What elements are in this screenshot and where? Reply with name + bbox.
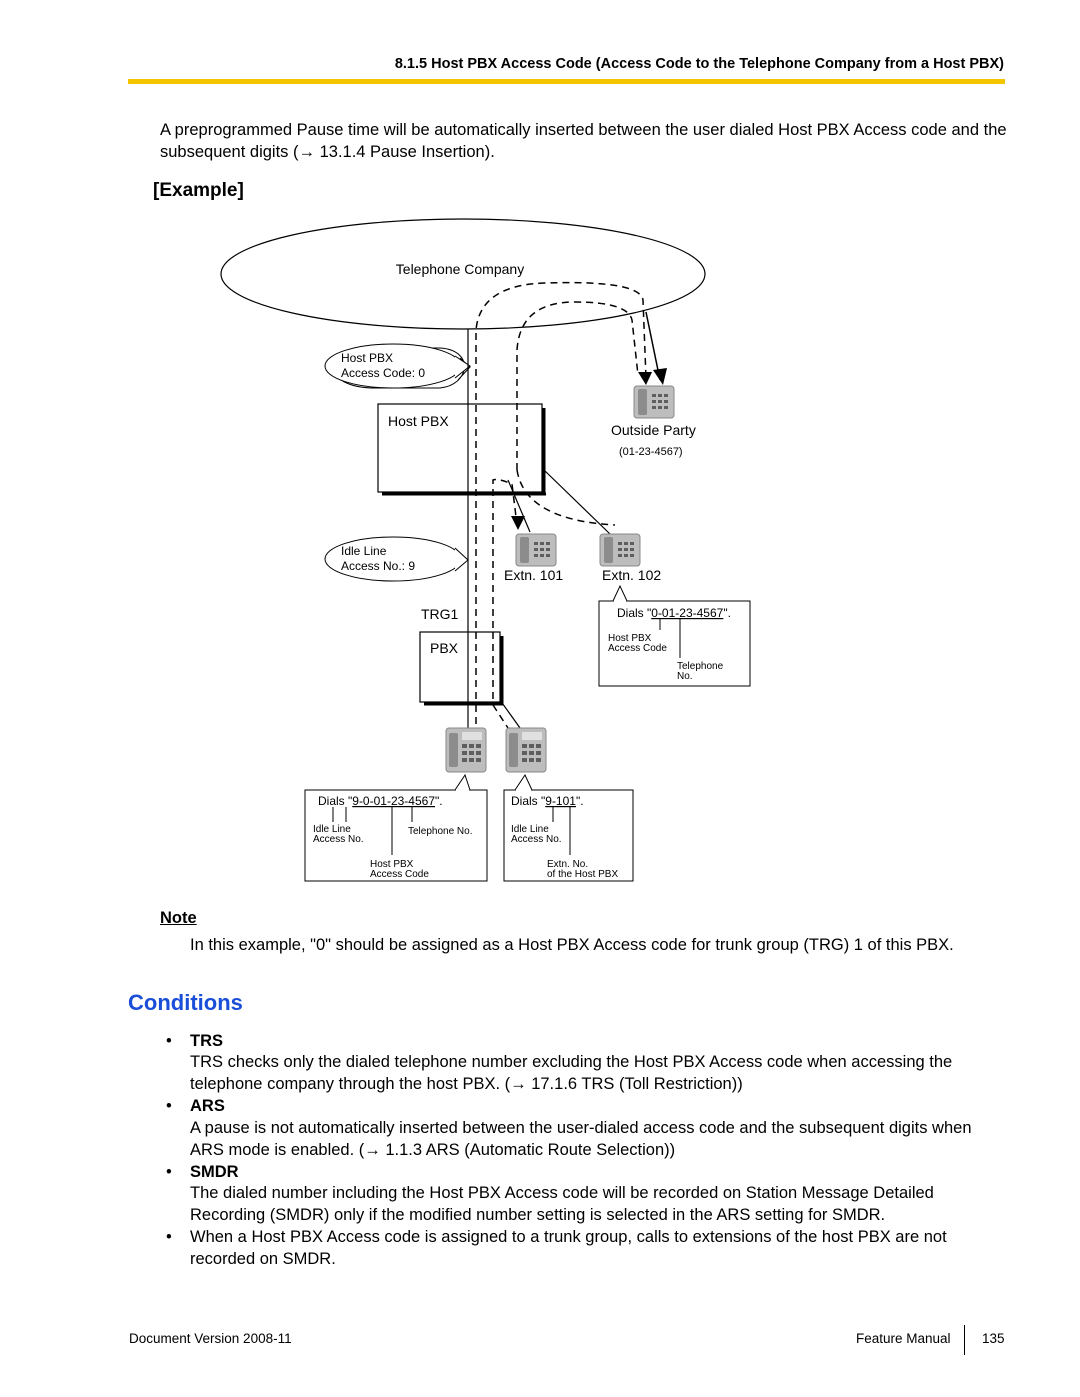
ars-line1: A pause is not automatically inserted be… [190, 1119, 972, 1137]
footer-divider [964, 1325, 965, 1355]
note-heading: Note [160, 909, 197, 927]
host-pbx-callout-line1: Host PBX [341, 351, 393, 365]
host-pbx-callout-line2: Access Code: 0 [341, 366, 425, 380]
trs-line2: telephone company through the host PBX. … [190, 1075, 743, 1093]
conditions-heading: Conditions [128, 990, 243, 1015]
extn-101-phone-icon [515, 533, 557, 567]
manual-name: Feature Manual [856, 1331, 951, 1346]
intro-paragraph: A preprogrammed Pause time will be autom… [160, 121, 1007, 161]
right-dial-text: Dials "0-01-23-4567". [617, 606, 731, 620]
dashed-route-ext [516, 301, 639, 470]
left-access-no: Access No. [313, 834, 364, 845]
right-access-code: Access Code [608, 643, 667, 654]
bullet: • [166, 1032, 172, 1050]
left-idle-line: Idle Line [313, 824, 351, 835]
mid-extn-no: Extn. No. [547, 859, 588, 870]
idle-callout-line1: Idle Line [341, 544, 387, 558]
mid-dial-box [503, 789, 634, 882]
extn-101-label: Extn. 101 [504, 567, 563, 583]
mid-access-no: Access No. [511, 834, 562, 845]
extn-102-label: Extn. 102 [602, 567, 661, 583]
right-no: No. [677, 671, 693, 682]
extra-line2: recorded on SMDR. [190, 1250, 336, 1268]
idle-callout-line2: Access No.: 9 [341, 559, 415, 573]
host-pbx-box-label: Host PBX [388, 413, 449, 429]
bullet: • [166, 1097, 172, 1115]
host-pbx-box [377, 403, 543, 493]
left-dial-box [304, 789, 488, 882]
header-rule [128, 79, 1005, 84]
dashed-route-inner [492, 478, 518, 640]
smdr-line2: Recording (SMDR) only if the modified nu… [190, 1206, 886, 1224]
pbx-box [419, 631, 501, 703]
example-diagram: Telephone Company Host PBX Access Code: … [220, 218, 751, 882]
mid-idle-line: Idle Line [511, 824, 549, 835]
telephone-company-cloud [220, 218, 706, 330]
telephone-company-label: Telephone Company [396, 261, 524, 277]
left-telephone-no: Telephone No. [408, 826, 473, 837]
extra-line1: When a Host PBX Access code is assigned … [190, 1228, 947, 1246]
right-telephone: Telephone [677, 661, 724, 672]
right-host-pbx: Host PBX [608, 633, 652, 644]
dashed-route-outer [475, 281, 647, 640]
bullet: • [166, 1228, 172, 1246]
example-heading: [Example] [153, 180, 244, 201]
outside-party-number: (01-23-4567) [619, 446, 683, 458]
left-access-code: Access Code [370, 869, 429, 880]
smdr-title: SMDR [190, 1163, 239, 1181]
running-header: 8.1.5 Host PBX Access Code (Access Code … [394, 56, 1004, 72]
trs-title: TRS [190, 1032, 223, 1050]
ars-line2: ARS mode is enabled. (→ 1.1.3 ARS (Autom… [190, 1141, 676, 1159]
left-dial-text: Dials "9-0-01-23-4567". [318, 794, 443, 808]
trs-line1: TRS checks only the dialed telephone num… [190, 1053, 953, 1071]
outside-party-label: Outside Party [611, 422, 696, 438]
document-version: Document Version 2008-11 [129, 1331, 292, 1346]
outside-party-phone-icon [633, 385, 675, 419]
extn-102-phone-icon [599, 533, 641, 567]
left-host-pbx: Host PBX [370, 859, 414, 870]
pbx-box-label: PBX [430, 640, 459, 656]
ars-title: ARS [190, 1097, 225, 1115]
page-number: 135 [982, 1331, 1005, 1346]
trg1-label: TRG1 [421, 606, 459, 622]
mid-of-host-pbx: of the Host PBX [547, 869, 618, 880]
pbx-phone-left-icon [445, 727, 487, 773]
mid-dial-text: Dials "9-101". [511, 794, 584, 808]
note-text: In this example, "0" should be assigned … [190, 936, 954, 954]
bullet: • [166, 1163, 172, 1181]
pbx-phone-right-icon [505, 727, 547, 773]
smdr-line1: The dialed number including the Host PBX… [190, 1184, 934, 1202]
right-dial-box [598, 600, 751, 687]
